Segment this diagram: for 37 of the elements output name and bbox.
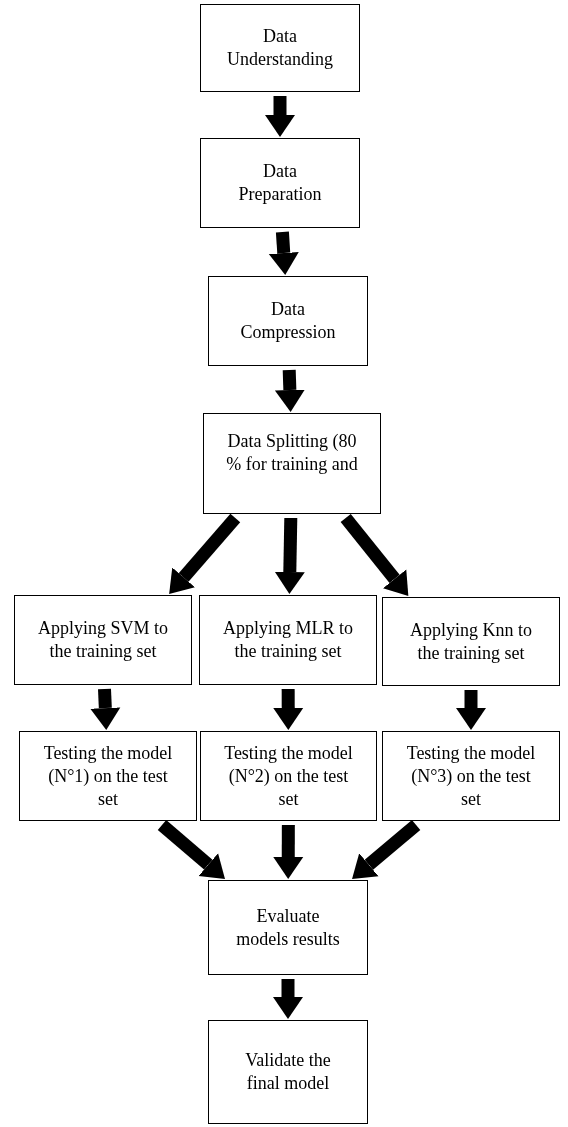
process-box (382, 597, 560, 686)
arrow (273, 979, 303, 1019)
step-label: Testing the model (N°3) on the test set (405, 741, 537, 811)
process-box (200, 731, 377, 821)
step-label: Testing the model (N°2) on the test set (223, 741, 354, 811)
process-box (208, 1020, 368, 1124)
step-label: Evaluate models results (235, 904, 341, 951)
process-box (199, 595, 377, 685)
process-box (200, 4, 360, 92)
process-box (203, 413, 381, 514)
arrow (273, 688, 304, 730)
arrow (268, 231, 299, 275)
step-label: Applying SVM to the training set (37, 617, 169, 663)
step-label: Testing the model (N°1) on the test set (42, 741, 174, 811)
arrow (265, 96, 295, 137)
process-box (14, 595, 192, 685)
step-label: Validate the final model (244, 1049, 332, 1095)
arrow (273, 824, 304, 879)
arrow (90, 688, 121, 730)
arrow (352, 820, 421, 879)
arrow (340, 513, 409, 596)
arrow (456, 690, 486, 730)
process-box (208, 880, 368, 975)
step-label: Applying Knn to the training set (409, 618, 533, 665)
process-box (200, 138, 360, 228)
process-box (19, 731, 197, 821)
step-label: Data Splitting (80 % for training and (225, 430, 359, 476)
step-label: Applying MLR to the training set (222, 617, 354, 663)
arrow (157, 820, 225, 879)
arrow (274, 517, 305, 594)
arrow (169, 513, 241, 594)
step-label: Data Compression (239, 298, 337, 344)
step-label: Data Preparation (237, 160, 323, 206)
process-box (382, 731, 560, 821)
step-label: Data Understanding (226, 25, 334, 71)
arrow (274, 369, 305, 412)
process-box (208, 276, 368, 366)
